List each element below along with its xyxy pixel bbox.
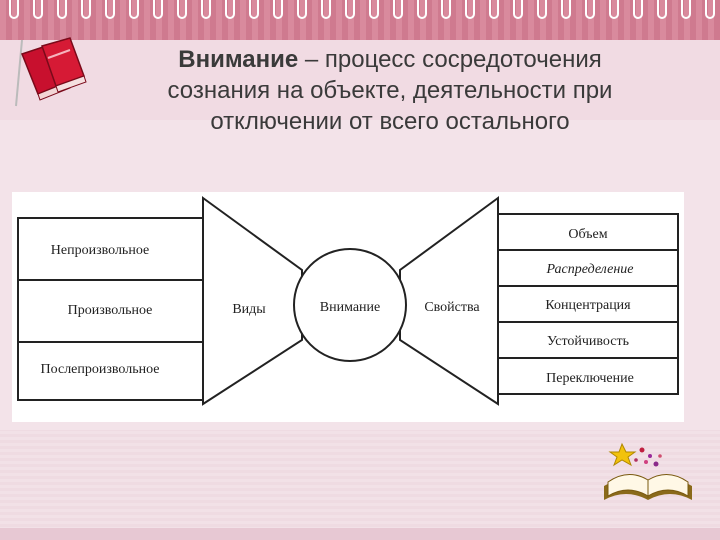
notebook-spiral bbox=[9, 0, 715, 19]
center-circle bbox=[293, 248, 407, 362]
title-line2: сознания на объекте, деятельности при bbox=[167, 77, 613, 104]
left-connector-shape bbox=[202, 196, 303, 406]
top-stripe bbox=[0, 0, 720, 40]
right-item-4: Устойчивость bbox=[547, 334, 629, 349]
title-term: Внимание bbox=[178, 46, 299, 73]
red-books-icon bbox=[15, 37, 87, 107]
right-connector-label: Свойства bbox=[424, 300, 480, 315]
center-label: Внимание bbox=[320, 300, 381, 315]
bottom-strip bbox=[0, 528, 720, 540]
left-item-2: Произвольное bbox=[68, 303, 153, 318]
open-book-with-stars-icon bbox=[604, 442, 692, 500]
right-item-5: Переключение bbox=[546, 371, 634, 386]
left-connector-label: Виды bbox=[232, 302, 266, 317]
page-title: Внимание – процесс сосредоточения сознан… bbox=[110, 44, 670, 137]
lined-paper-area bbox=[0, 430, 720, 530]
title-line3: отключении от всего остального bbox=[210, 108, 570, 135]
attention-diagram: Непроизвольное Произвольное Послепроизво… bbox=[12, 192, 684, 422]
right-box-5 bbox=[497, 357, 679, 395]
title-band bbox=[0, 40, 720, 120]
left-item-1: Непроизвольное bbox=[51, 243, 149, 258]
title-line1-rest: – процесс сосредоточения bbox=[298, 46, 602, 73]
diagram-canvas: Непроизвольное Произвольное Послепроизво… bbox=[17, 196, 679, 406]
right-item-2: Распределение bbox=[545, 262, 633, 277]
right-item-3: Концентрация bbox=[545, 298, 631, 313]
right-item-1: Объем bbox=[568, 227, 607, 242]
left-item-3: Послепроизвольное bbox=[41, 362, 160, 377]
